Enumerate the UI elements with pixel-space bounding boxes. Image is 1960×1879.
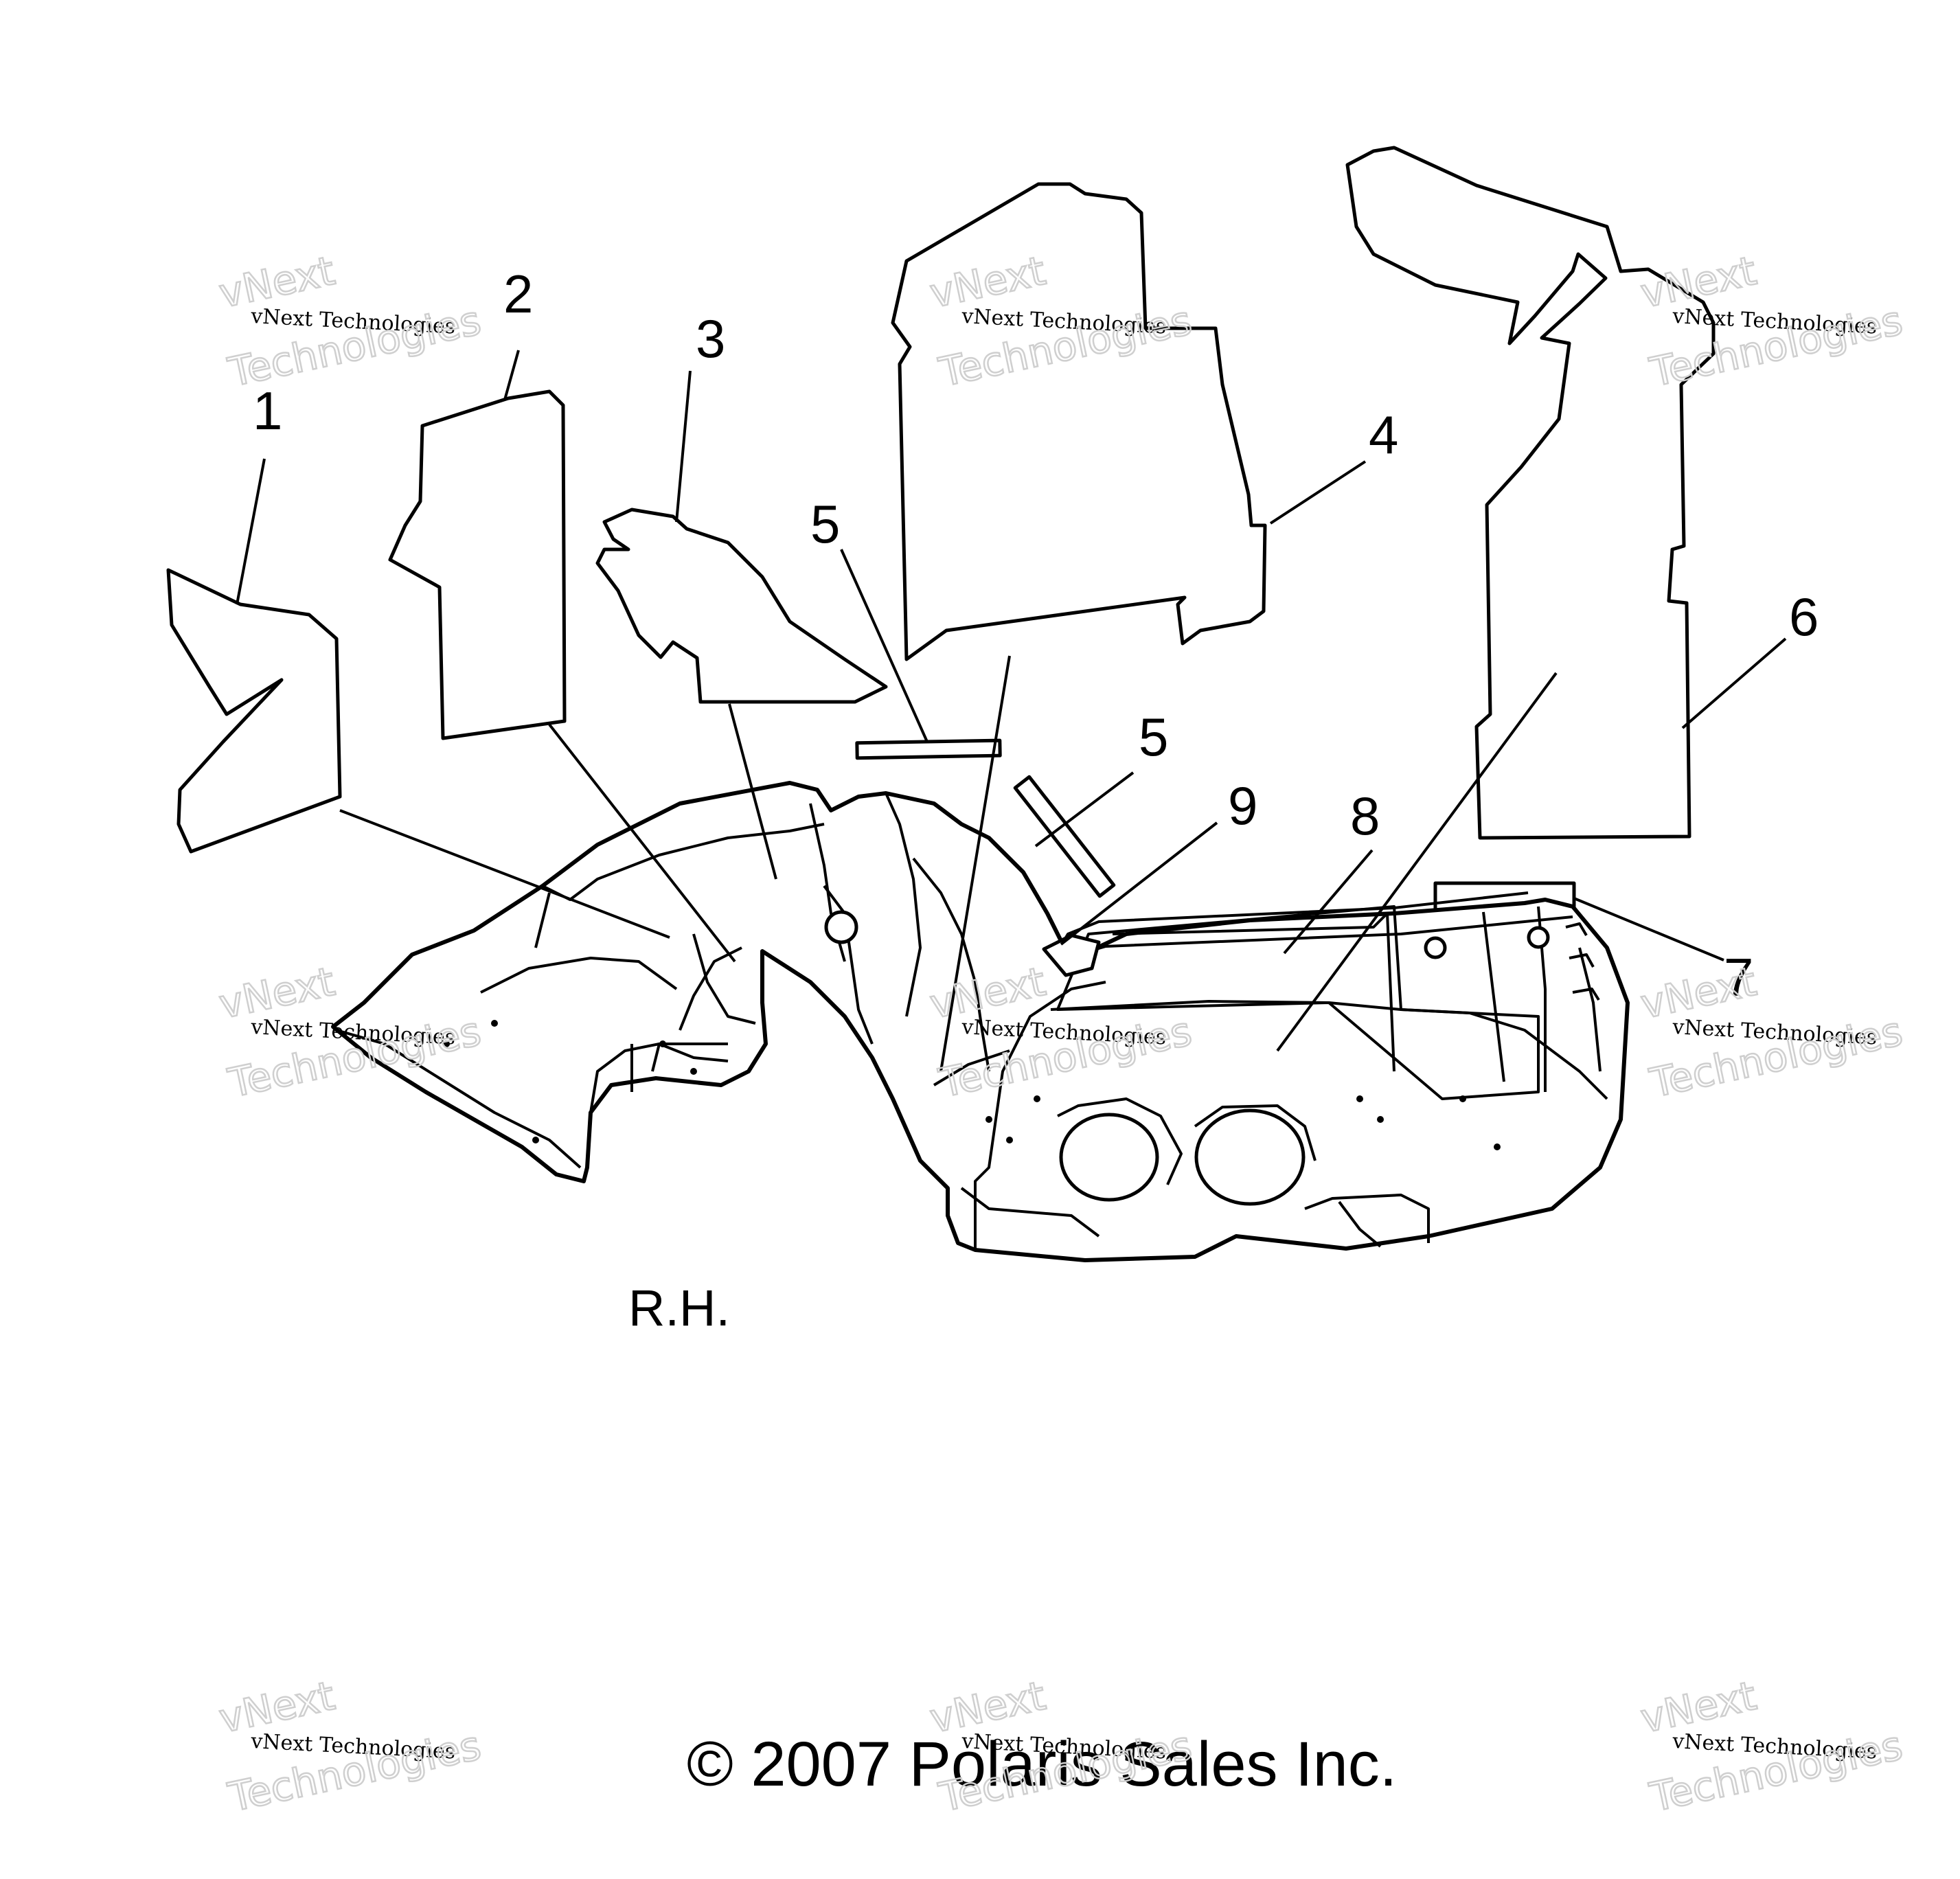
wheel-well-rear (1194, 1108, 1306, 1206)
vehicle-body (331, 781, 1630, 1262)
watermark: vNext vNext Technologies Technologies (1636, 247, 1907, 397)
part-3-liner (595, 508, 888, 704)
part-5-strip-lower (1013, 775, 1116, 898)
callout-3: 3 (696, 308, 725, 369)
callout-6: 6 (1789, 587, 1819, 647)
copyright-text: © 2007 Polaris Sales Inc. (687, 1729, 1397, 1799)
callout-5b: 5 (1139, 707, 1168, 767)
part-2-liner (388, 389, 567, 740)
watermark: vNext vNext Technologies Technologies (1636, 1672, 1907, 1822)
wheel-well-front (1059, 1113, 1159, 1202)
part-4-liner (891, 182, 1267, 661)
callout-4: 4 (1369, 405, 1398, 465)
callout-9: 9 (1228, 775, 1257, 836)
watermark: vNext vNext Technologies Technologies (214, 247, 486, 397)
watermark: vNext vNext Technologies Technologies (1636, 957, 1907, 1108)
callout-1: 1 (253, 380, 282, 441)
callout-numbers: 1 2 3 4 5 5 6 7 8 9 (253, 264, 1819, 1007)
part-5-strip-upper (855, 738, 1002, 760)
leader-lines (236, 350, 1787, 1082)
part-8-bed-liner (1056, 905, 1540, 1100)
view-label: R.H. (628, 1279, 730, 1336)
part-1-liner (166, 568, 342, 854)
callout-2: 2 (503, 264, 533, 324)
callout-8: 8 (1350, 786, 1380, 846)
callout-5a: 5 (810, 494, 840, 554)
callout-7: 7 (1724, 947, 1753, 1007)
part-6-liner (1345, 146, 1716, 840)
part-9-insert (1042, 933, 1101, 977)
watermark: vNext vNext Technologies Technologies (214, 1672, 486, 1822)
